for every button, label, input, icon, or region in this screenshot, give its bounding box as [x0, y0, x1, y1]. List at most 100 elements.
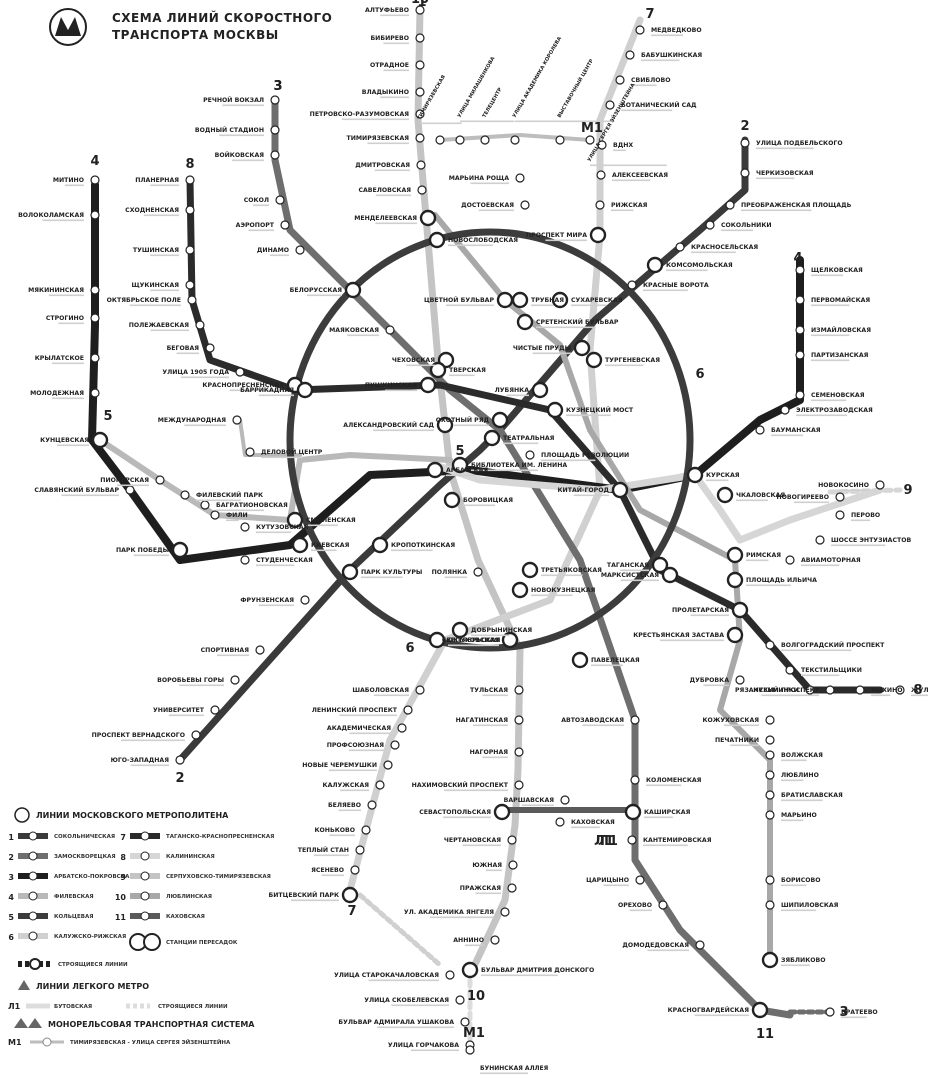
station-s086[interactable]: [346, 283, 360, 297]
station-s075[interactable]: [231, 676, 239, 684]
station-s222[interactable]: [481, 136, 489, 144]
station-s167[interactable]: [856, 686, 864, 694]
station-s040[interactable]: [613, 483, 627, 497]
station-s115[interactable]: [781, 406, 789, 414]
station-s023[interactable]: [508, 884, 516, 892]
station-s170[interactable]: [876, 481, 884, 489]
station-s224[interactable]: [556, 136, 564, 144]
station-s131[interactable]: [181, 491, 189, 499]
station-s025[interactable]: [491, 936, 499, 944]
station-s221[interactable]: [456, 136, 464, 144]
station-s164[interactable]: [786, 666, 794, 674]
station-s112[interactable]: [526, 451, 534, 459]
station-s190[interactable]: [766, 751, 774, 759]
station-s103[interactable]: [91, 314, 99, 322]
station-s210[interactable]: [446, 971, 454, 979]
station-s089[interactable]: [485, 431, 499, 445]
station-s013[interactable]: [445, 493, 459, 507]
station-s092[interactable]: [631, 716, 639, 724]
station-s211[interactable]: [456, 996, 464, 1004]
station-s181[interactable]: [521, 201, 529, 209]
station-s114[interactable]: [756, 426, 764, 434]
station-s155[interactable]: [196, 321, 204, 329]
station-s223[interactable]: [511, 136, 519, 144]
station-s159[interactable]: [421, 378, 435, 392]
station-s006[interactable]: [416, 134, 424, 142]
station-s220[interactable]: [436, 136, 444, 144]
station-s162[interactable]: [733, 603, 747, 617]
station-s080[interactable]: [271, 96, 279, 104]
station-s095[interactable]: [628, 836, 636, 844]
station-s153[interactable]: [186, 281, 194, 289]
station-s102[interactable]: [91, 286, 99, 294]
station-s158[interactable]: [298, 383, 312, 397]
station-s031[interactable]: [626, 51, 634, 59]
station-s192[interactable]: [766, 791, 774, 799]
station-s097[interactable]: [659, 901, 667, 909]
station-s120[interactable]: [796, 266, 804, 274]
station-s078[interactable]: [176, 756, 184, 764]
station-s163[interactable]: [766, 641, 774, 649]
station-s191[interactable]: [766, 771, 774, 779]
station-s041[interactable]: [523, 563, 537, 577]
station-s133[interactable]: [211, 511, 219, 519]
station-s185[interactable]: [728, 548, 742, 562]
station-s017[interactable]: [515, 716, 523, 724]
station-s212[interactable]: [461, 1018, 469, 1026]
station-s130[interactable]: [156, 476, 164, 484]
station-s099[interactable]: [753, 1003, 767, 1017]
station-s151[interactable]: [186, 206, 194, 214]
station-s214[interactable]: [466, 1046, 474, 1054]
station-s101[interactable]: [91, 211, 99, 219]
station-s022[interactable]: [509, 861, 517, 869]
station-s182[interactable]: [513, 293, 527, 307]
station-s160[interactable]: [548, 403, 562, 417]
station-s033[interactable]: [606, 101, 614, 109]
station-s008[interactable]: [418, 186, 426, 194]
station-s183[interactable]: [518, 315, 532, 329]
station-s047[interactable]: [384, 761, 392, 769]
station-s069[interactable]: [493, 413, 507, 427]
station-s094[interactable]: [626, 805, 640, 819]
station-s066[interactable]: [628, 281, 636, 289]
station-s172[interactable]: [836, 511, 844, 519]
station-s035[interactable]: [597, 171, 605, 179]
station-s002[interactable]: [416, 34, 424, 42]
station-s046[interactable]: [391, 741, 399, 749]
station-s200[interactable]: [561, 796, 569, 804]
station-s048[interactable]: [376, 781, 384, 789]
station-s087[interactable]: [386, 326, 394, 334]
station-s137[interactable]: [246, 448, 254, 456]
station-s014[interactable]: [474, 568, 482, 576]
station-s043[interactable]: [416, 686, 424, 694]
station-s016[interactable]: [515, 686, 523, 694]
station-s104[interactable]: [91, 354, 99, 362]
station-s109[interactable]: [293, 538, 307, 552]
station-s117[interactable]: [796, 351, 804, 359]
station-s161[interactable]: [663, 568, 677, 582]
station-s007[interactable]: [417, 161, 425, 169]
station-s083[interactable]: [276, 196, 284, 204]
station-s134[interactable]: [241, 523, 249, 531]
station-s036[interactable]: [596, 201, 604, 209]
station-s067[interactable]: [575, 341, 589, 355]
station-s064[interactable]: [676, 243, 684, 251]
station-s156[interactable]: [206, 344, 214, 352]
station-s173[interactable]: [816, 536, 824, 544]
station-s090[interactable]: [513, 583, 527, 597]
station-s024[interactable]: [501, 908, 509, 916]
station-s068[interactable]: [533, 383, 547, 397]
station-s060[interactable]: [741, 139, 749, 147]
station-s098[interactable]: [696, 941, 704, 949]
station-s044[interactable]: [404, 706, 412, 714]
station-s187[interactable]: [736, 676, 744, 684]
station-s063[interactable]: [706, 221, 714, 229]
station-s108[interactable]: [173, 543, 187, 557]
station-s105[interactable]: [91, 389, 99, 397]
station-s081[interactable]: [271, 126, 279, 134]
station-s037[interactable]: [591, 228, 605, 242]
station-s132[interactable]: [201, 501, 209, 509]
station-s225[interactable]: [586, 136, 594, 144]
station-s107[interactable]: [126, 486, 134, 494]
station-s062[interactable]: [726, 201, 734, 209]
